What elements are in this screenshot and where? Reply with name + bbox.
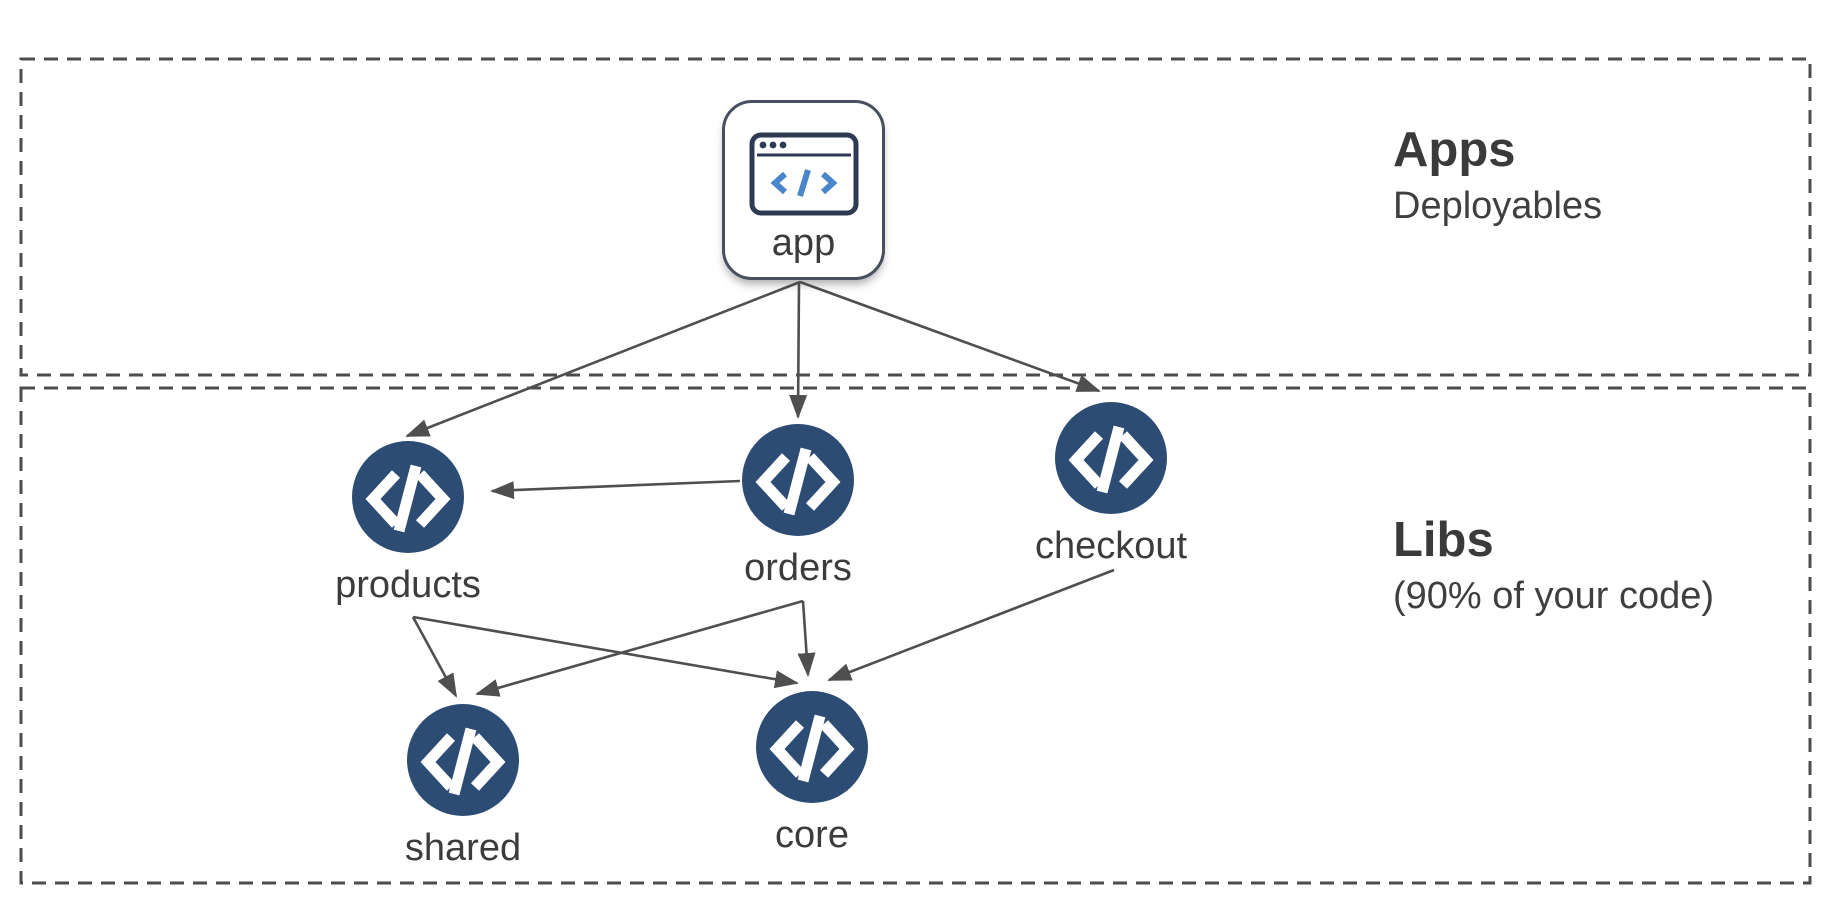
- edge-orders-products: [490, 479, 741, 500]
- libs-section-title: Libs: [1393, 513, 1494, 567]
- dependency-edges: [405, 280, 1115, 698]
- edge-orders-shared: [475, 599, 804, 697]
- edge-app-orders: [789, 281, 808, 419]
- code-icon: [407, 704, 519, 816]
- node-app: app: [722, 100, 885, 280]
- libs-section-box: [19, 386, 1812, 885]
- edge-products-shared: [411, 616, 458, 698]
- node-core-label: core: [775, 814, 849, 856]
- edge-app-checkout: [799, 280, 1101, 393]
- node-products: products: [323, 441, 493, 607]
- apps-section-subtitle: Deployables: [1393, 185, 1603, 227]
- edge-products-core: [412, 615, 799, 689]
- browser-window-icon: [749, 132, 858, 216]
- node-checkout: checkout: [1026, 402, 1196, 568]
- apps-section-title: Apps: [1393, 123, 1516, 177]
- node-app-label: app: [771, 222, 836, 264]
- node-shared-label: shared: [404, 827, 522, 869]
- edge-checkout-core: [827, 568, 1115, 682]
- libs-section-subtitle: (90% of your code): [1393, 575, 1715, 617]
- edge-orders-core: [797, 600, 816, 677]
- libs-section-label: Libs (90% of your code): [1393, 512, 1714, 619]
- code-icon: [756, 691, 868, 803]
- code-icon: [742, 424, 854, 536]
- code-icon: [1055, 402, 1167, 514]
- node-core: core: [727, 691, 897, 857]
- apps-section-label: Apps Deployables: [1393, 122, 1602, 229]
- edge-app-products: [405, 280, 801, 438]
- code-icon: [352, 441, 464, 553]
- node-shared: shared: [378, 704, 548, 870]
- node-orders: orders: [713, 424, 883, 590]
- node-products-label: products: [335, 564, 481, 606]
- node-checkout-label: checkout: [1034, 525, 1188, 567]
- apps-section-box: [19, 57, 1812, 377]
- node-orders-label: orders: [744, 547, 852, 589]
